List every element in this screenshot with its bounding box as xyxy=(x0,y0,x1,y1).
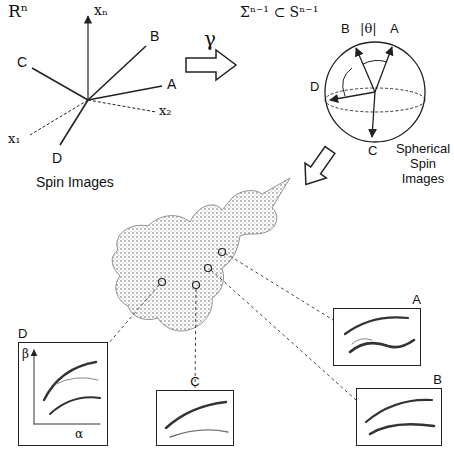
axis xyxy=(30,100,88,135)
vector-label: A xyxy=(167,76,176,92)
vector xyxy=(88,86,162,100)
vector xyxy=(330,92,375,100)
vector xyxy=(356,48,375,92)
vector xyxy=(372,92,375,137)
map-arrow xyxy=(295,143,340,192)
space-symbol: Rⁿ xyxy=(8,2,28,22)
panel-label: D xyxy=(18,326,108,342)
leader-lines xyxy=(108,253,356,400)
caption-label: Spherical Spin Images xyxy=(394,142,452,187)
vector-label: A xyxy=(390,22,399,37)
vector xyxy=(375,47,392,92)
vector xyxy=(88,46,146,100)
axis-label: β xyxy=(22,347,29,361)
angle-arc xyxy=(343,68,352,96)
vector-label: C xyxy=(17,54,27,70)
vector-space xyxy=(30,16,162,145)
axis-label: x₁ xyxy=(8,132,21,147)
axis-label: xₙ xyxy=(94,2,108,18)
vector xyxy=(32,68,88,100)
vector xyxy=(60,100,88,145)
sphere-outline xyxy=(325,42,425,142)
panel-frame: βα xyxy=(18,342,108,446)
space-symbol: Σⁿ⁻¹ ⊂ Sⁿ⁻¹ xyxy=(240,4,318,20)
map-arrow xyxy=(186,50,236,80)
panel-label: C xyxy=(156,374,234,390)
map-symbol: γ xyxy=(204,28,216,51)
spin-image-art xyxy=(34,317,434,437)
vector-label: B xyxy=(150,28,159,44)
angle-arc xyxy=(363,60,387,64)
vector-label: C xyxy=(368,144,377,159)
sphere xyxy=(325,42,425,142)
caption-label: Spin Images xyxy=(36,174,114,190)
spin-image-panel: B xyxy=(356,372,442,446)
panel-frame xyxy=(156,390,234,446)
axis xyxy=(88,100,156,112)
axis xyxy=(87,16,88,100)
panel-label: B xyxy=(356,372,442,388)
spin-image-panel: Dβα xyxy=(18,326,108,446)
panel-frame xyxy=(333,308,421,366)
spin-image-panel: C xyxy=(156,374,234,446)
axis-label: α xyxy=(75,427,83,441)
surface-points xyxy=(159,249,226,289)
spin-image-panel: A xyxy=(333,292,421,366)
panel-label: A xyxy=(333,292,421,308)
vector-label: D xyxy=(52,150,62,166)
vector-label: D xyxy=(310,80,319,95)
angle-label: |θ| xyxy=(360,22,377,37)
panel-frame xyxy=(356,388,442,446)
axis-label: x₂ xyxy=(159,104,172,119)
vector-label: B xyxy=(341,22,350,37)
